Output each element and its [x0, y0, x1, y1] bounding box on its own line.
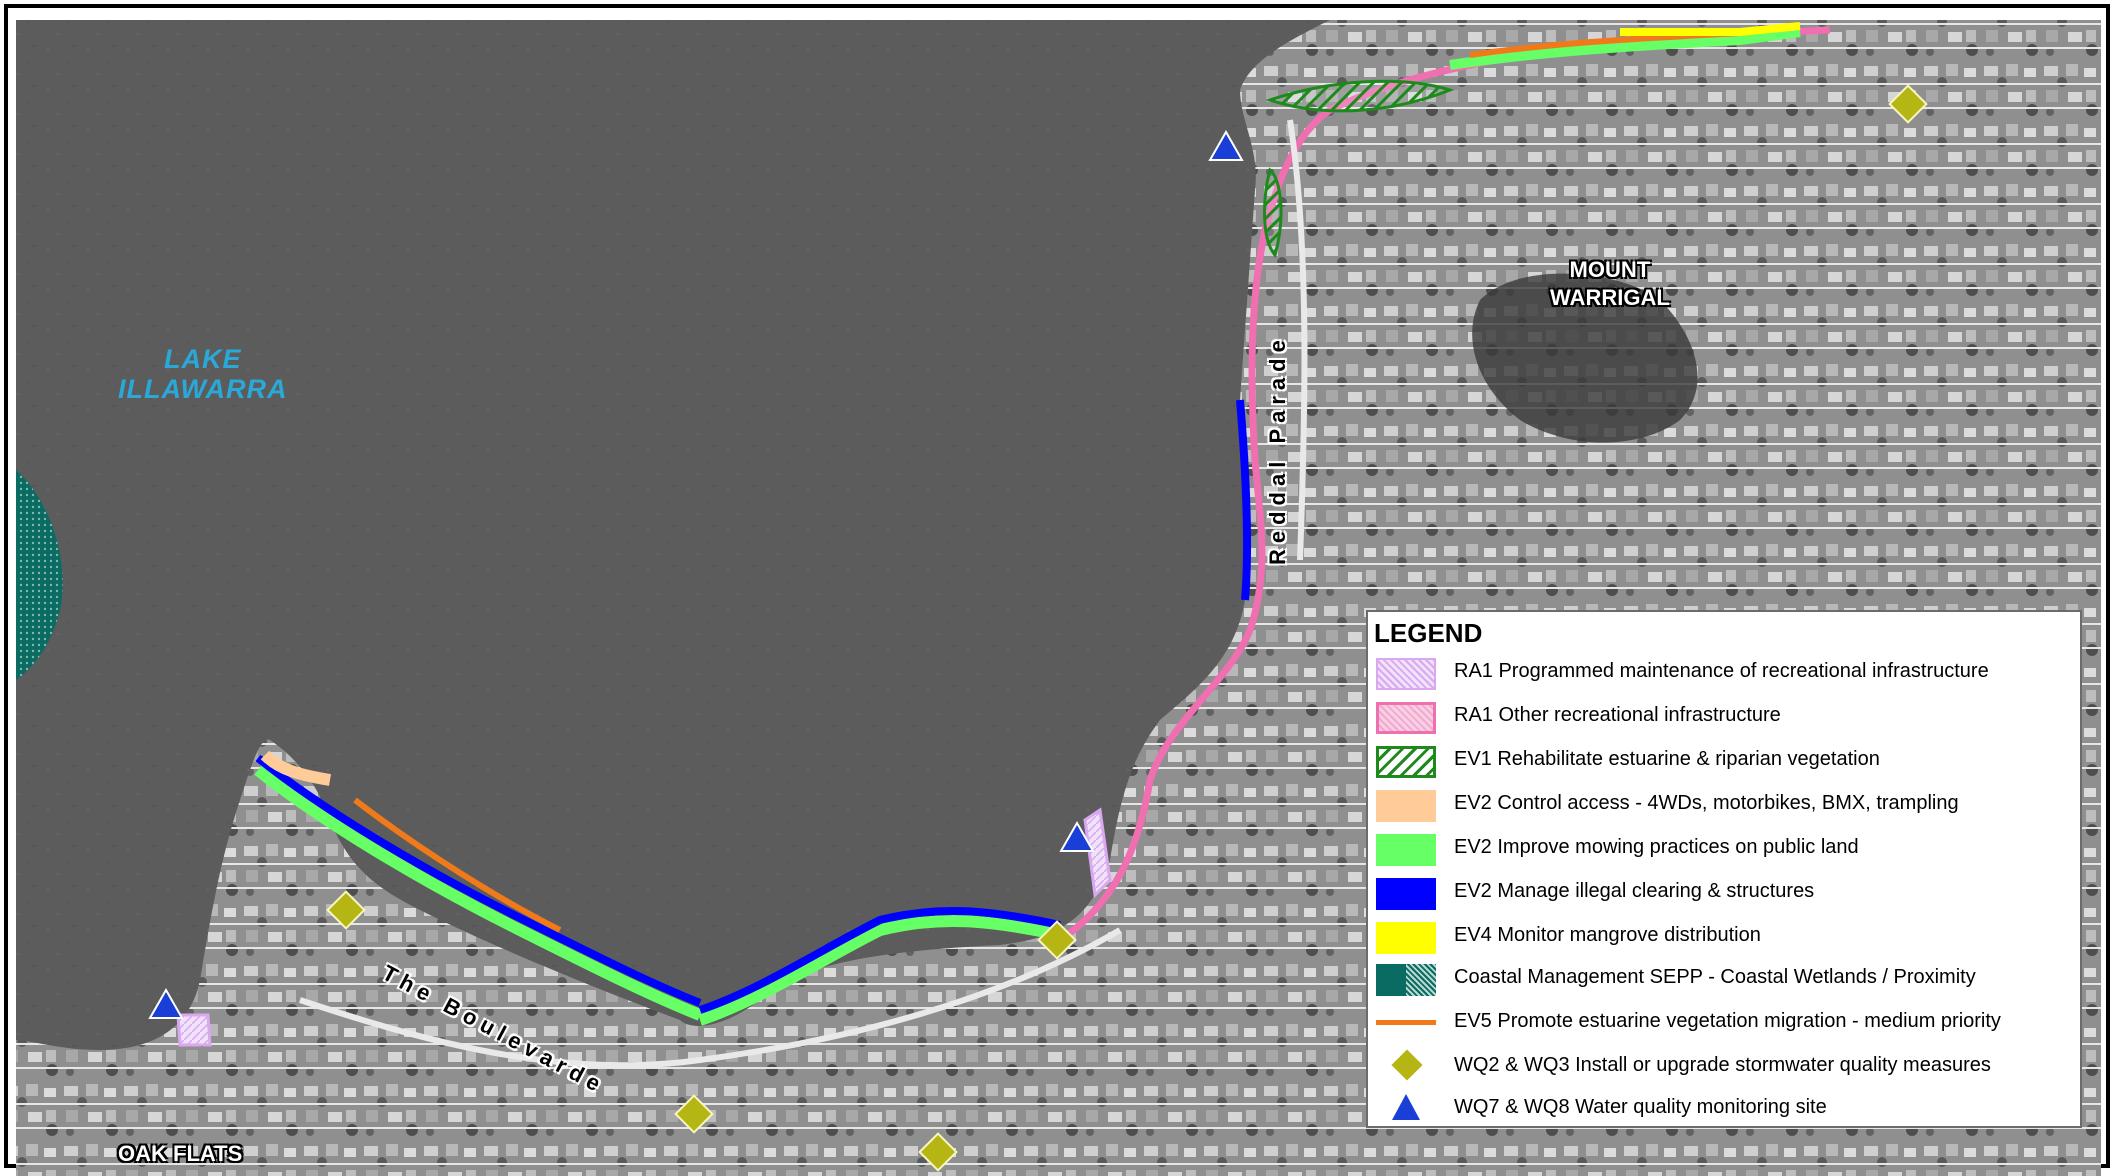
- stormwater-site-markers: [326, 84, 1928, 1172]
- map-legend: LEGEND RA1 Programmed maintenance of rec…: [1366, 610, 2082, 1128]
- lake-water: [16, 20, 1330, 1050]
- recreational-infrastructure-swatch: [1376, 702, 1436, 734]
- mangrove-strip: [1620, 22, 1801, 36]
- programmed-maintenance-site-2: [1083, 807, 1112, 899]
- stormwater-diamond-icon[interactable]: [918, 1132, 958, 1172]
- illegal-clearing-swatch: [1376, 878, 1436, 910]
- legend-label: EV2 Improve mowing practices on public l…: [1454, 836, 1859, 858]
- legend-label: EV2 Control access - 4WDs, motorbikes, B…: [1454, 792, 1959, 814]
- programmed-maintenance-site: [176, 1013, 212, 1047]
- illegal-clearing-strip-north: [1236, 399, 1252, 601]
- stormwater-diamond-icon[interactable]: [674, 1094, 714, 1134]
- legend-label: WQ7 & WQ8 Water quality monitoring site: [1454, 1096, 1827, 1118]
- mowing-practice-strip-east: [698, 914, 1062, 1026]
- vegetation-rehab-area-2: [1263, 167, 1283, 259]
- legend-item: RA1 Other recreational infrastructure: [1368, 696, 2080, 736]
- legend-item: EV2 Manage illegal clearing & structures: [1368, 872, 2080, 912]
- legend-label: WQ2 & WQ3 Install or upgrade stormwater …: [1454, 1054, 1991, 1076]
- vegetation-migration-line: [353, 797, 562, 933]
- place-label-oak-flats: OAK FLATS: [118, 1141, 243, 1166]
- road-label-reddal-parade: Reddal Parade: [1265, 334, 1290, 565]
- coastal-wetland-area: [16, 470, 63, 680]
- vegetation-rehab-area: [1265, 79, 1455, 113]
- the-boulevarde-road: [299, 927, 1122, 1069]
- legend-label: EV2 Manage illegal clearing & structures: [1454, 880, 1815, 902]
- stormwater-diamond-icon[interactable]: [1037, 920, 1077, 960]
- legend-item: EV2 Control access - 4WDs, motorbikes, B…: [1368, 784, 2080, 824]
- legend-label: EV5 Promote estuarine vegetation migrati…: [1454, 1010, 2001, 1032]
- aerial-map[interactable]: [16, 20, 2101, 1176]
- monitoring-triangle-icon[interactable]: [1059, 820, 1095, 852]
- mowing-strip-north: [1449, 27, 1801, 70]
- legend-item: RA1 Programmed maintenance of recreation…: [1368, 652, 2080, 692]
- monitoring-site-markers: [148, 129, 1244, 1019]
- illegal-clearing-strip: [255, 754, 702, 1007]
- mowing-practice-strip: [254, 765, 703, 1021]
- illegal-clearing-strip-east: [698, 906, 1061, 1014]
- coastal-wetland-swatch: [1376, 964, 1436, 996]
- mount-warrigal-vegetation: [1472, 273, 1698, 443]
- mowing-practice-swatch: [1376, 834, 1436, 866]
- legend-label: RA1 Programmed maintenance of recreation…: [1454, 660, 1989, 682]
- stormwater-diamond-icon: [1391, 1049, 1423, 1081]
- monitoring-triangle-icon: [1392, 1094, 1420, 1120]
- stormwater-diamond-icon[interactable]: [326, 890, 366, 930]
- mangrove-swatch: [1376, 922, 1436, 954]
- legend-item: EV5 Promote estuarine vegetation migrati…: [1368, 1002, 2080, 1042]
- legend-label: EV1 Rehabilitate estuarine & riparian ve…: [1454, 748, 1880, 770]
- legend-item: EV1 Rehabilitate estuarine & riparian ve…: [1368, 740, 2080, 780]
- legend-label: RA1 Other recreational infrastructure: [1454, 704, 1781, 726]
- legend-item: EV2 Improve mowing practices on public l…: [1368, 828, 2080, 868]
- legend-label: Coastal Management SEPP - Coastal Wetlan…: [1454, 966, 1976, 988]
- access-control-strip: [260, 750, 331, 786]
- legend-item: EV4 Monitor mangrove distribution: [1368, 916, 2080, 956]
- reddal-parade-road: [1287, 119, 1308, 561]
- access-control-swatch: [1376, 790, 1436, 822]
- legend-item: WQ7 & WQ8 Water quality monitoring site: [1368, 1088, 2080, 1128]
- vegetation-rehab-swatch: [1376, 746, 1436, 778]
- monitoring-triangle-icon[interactable]: [148, 987, 184, 1019]
- programmed-maintenance-swatch: [1376, 658, 1436, 690]
- legend-label: EV4 Monitor mangrove distribution: [1454, 924, 1761, 946]
- vegetation-migration-line-swatch: [1376, 1020, 1436, 1025]
- legend-item: WQ2 & WQ3 Install or upgrade stormwater …: [1368, 1046, 2080, 1086]
- stormwater-diamond-icon[interactable]: [1888, 84, 1928, 124]
- legend-item: Coastal Management SEPP - Coastal Wetlan…: [1368, 958, 2080, 998]
- monitoring-triangle-icon[interactable]: [1208, 129, 1244, 161]
- legend-title: LEGEND: [1374, 618, 1483, 648]
